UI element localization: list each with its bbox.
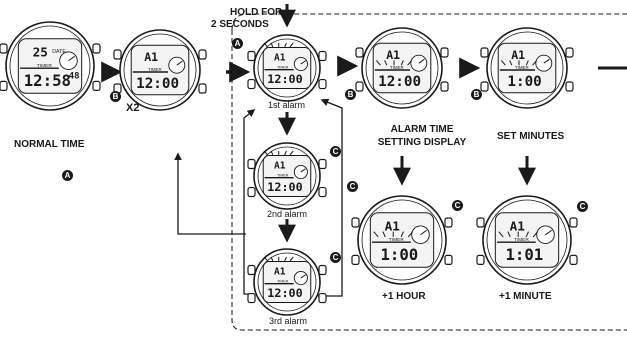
- hold-label-line1: HOLD FOR: [230, 7, 283, 18]
- alarm-2-label: 2nd alarm: [267, 209, 308, 219]
- blinking-mark: [498, 231, 539, 238]
- watch-main-digits: 12:58: [24, 71, 71, 90]
- watch-main-digits: 12:00: [136, 76, 179, 92]
- button-b-badge-1: B: [110, 91, 121, 102]
- button-c-badge-2: C: [330, 252, 341, 263]
- arrow-back-to-normal: [174, 152, 246, 235]
- hold-label-line2: 2 SECONDS: [211, 19, 269, 30]
- watch-timer-tag: TIMER: [277, 280, 289, 284]
- plus-hour-label: +1 HOUR: [382, 291, 426, 302]
- alarm-setting-label-line2: SETTING DISPLAY: [377, 137, 467, 148]
- watch-top-text: A1: [144, 50, 158, 64]
- watch-timer-tag: TIMER: [277, 66, 289, 70]
- watch-top-text: A1: [274, 267, 286, 278]
- button-c-badge-4: C: [452, 200, 463, 211]
- blinking-mark: [375, 60, 413, 66]
- plus-minute-label: +1 MINUTE: [499, 291, 552, 302]
- button-c-badge-5: C: [577, 201, 588, 212]
- alarm-1-label: 1st alarm: [268, 100, 306, 110]
- blinking-mark: [373, 231, 414, 238]
- button-b-badge-2: B: [345, 89, 356, 100]
- watch-main-digits: 1:01: [505, 245, 543, 264]
- watch-timer-tag: TIMER: [515, 65, 529, 70]
- button-a-badge: A: [232, 38, 243, 49]
- watch-top-text: A1: [274, 53, 286, 64]
- blinking-mark: [500, 60, 538, 66]
- watch-main-digits: 12:00: [267, 286, 302, 300]
- watch-timer-tag: TIMER: [148, 67, 162, 72]
- watch-timer-tag: TIMER: [390, 65, 404, 70]
- watch-timer-tag: TIMER: [389, 237, 405, 243]
- watch-top-text: 25: [33, 44, 48, 59]
- arrow-loop-right: [318, 98, 343, 297]
- watch-date-tag: DATE: [52, 49, 66, 55]
- blinking-mark: [263, 150, 294, 156]
- button-a-badge-return: A: [62, 170, 73, 181]
- watch-top-text: A1: [511, 48, 525, 62]
- watch-main-digits: 12:00: [267, 180, 302, 194]
- set-minutes-label: SET MINUTES: [497, 131, 565, 142]
- button-c-badge-3: C: [347, 181, 358, 192]
- watch-top-text: A1: [510, 218, 526, 233]
- blinking-mark: [263, 42, 294, 48]
- watch-main-digits: 12:00: [267, 72, 302, 86]
- dashed-frame: [231, 13, 627, 331]
- button-c-badge-1: C: [330, 146, 341, 157]
- watch-timer-tag: TIMER: [514, 237, 530, 243]
- button-b-badge-3: B: [471, 89, 482, 100]
- normal-time-label: NORMAL TIME: [14, 139, 85, 150]
- watch-top-text: A1: [274, 161, 286, 172]
- watch-seconds: 48: [69, 71, 80, 81]
- watch-timer-tag: TIMER: [37, 63, 53, 69]
- alarm-setting-label-line1: ALARM TIME: [390, 124, 454, 135]
- watch-main-digits: 1:00: [380, 245, 418, 264]
- watch-main-digits: 12:00: [378, 74, 421, 90]
- watch-main-digits: 1:00: [507, 74, 541, 90]
- watch-timer-tag: TIMER: [277, 174, 289, 178]
- watch-top-text: A1: [385, 218, 401, 233]
- watch-top-text: A1: [386, 48, 400, 62]
- x2-label: X2: [126, 102, 140, 114]
- alarm-3-label: 3rd alarm: [269, 316, 308, 326]
- blinking-mark: [263, 256, 294, 262]
